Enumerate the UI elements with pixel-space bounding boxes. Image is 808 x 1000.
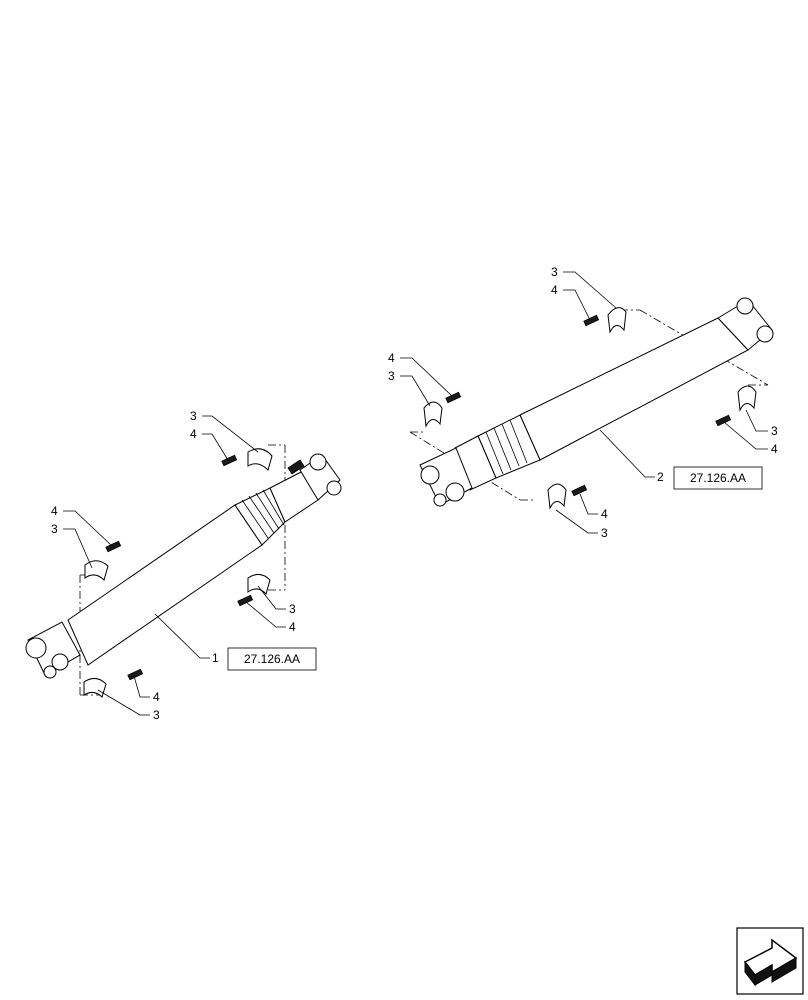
callout-bolt-1b: 4: [51, 504, 58, 518]
callout-bolt-2d: 4: [601, 507, 608, 521]
reference-label-1[interactable]: 27.126.AA: [244, 652, 300, 666]
callout-strap-1d: 3: [153, 708, 160, 722]
strap-bolt-set-1c: [237, 574, 271, 607]
strap-bolt-set-2c: [715, 385, 757, 427]
callout-bolt-2b: 4: [388, 351, 395, 365]
callout-item-2: 2: [657, 470, 664, 484]
callout-bolt-2a: 4: [551, 283, 558, 297]
reference-label-2[interactable]: 27.126.AA: [690, 471, 746, 485]
callout-strap-2a: 3: [551, 265, 558, 279]
strap-bolt-set-2b: [423, 391, 462, 428]
driveshaft-1: [25, 444, 342, 696]
reference-link-1[interactable]: 27.126.AA: [227, 647, 317, 671]
strap-bolt-set-2d: [547, 483, 588, 510]
strap-bolt-set-2a: [583, 307, 627, 334]
strap-bolt-set-1b: [84, 540, 122, 581]
callout-bolt-1d: 4: [153, 690, 160, 704]
strap-bolt-set-1a: [221, 448, 273, 471]
callout-strap-1a: 3: [190, 409, 197, 423]
callout-strap-1b: 3: [51, 522, 58, 536]
leaders-2: [400, 271, 768, 534]
callout-strap-2d: 3: [601, 526, 608, 540]
leaders-1: [63, 415, 286, 716]
callout-strap-2b: 3: [388, 369, 395, 383]
callout-strap-1c: 3: [289, 602, 296, 616]
callout-bolt-1c: 4: [289, 620, 296, 634]
callout-strap-2c: 3: [771, 424, 778, 438]
reference-link-2[interactable]: 27.126.AA: [673, 466, 763, 490]
next-page-arrow-icon[interactable]: [736, 927, 804, 995]
strap-bolt-set-1d: [83, 668, 144, 698]
callout-item-1: 1: [212, 651, 219, 665]
callout-bolt-2c: 4: [771, 442, 778, 456]
driveshaft-2: [409, 297, 774, 507]
callout-bolt-1a: 4: [190, 427, 197, 441]
